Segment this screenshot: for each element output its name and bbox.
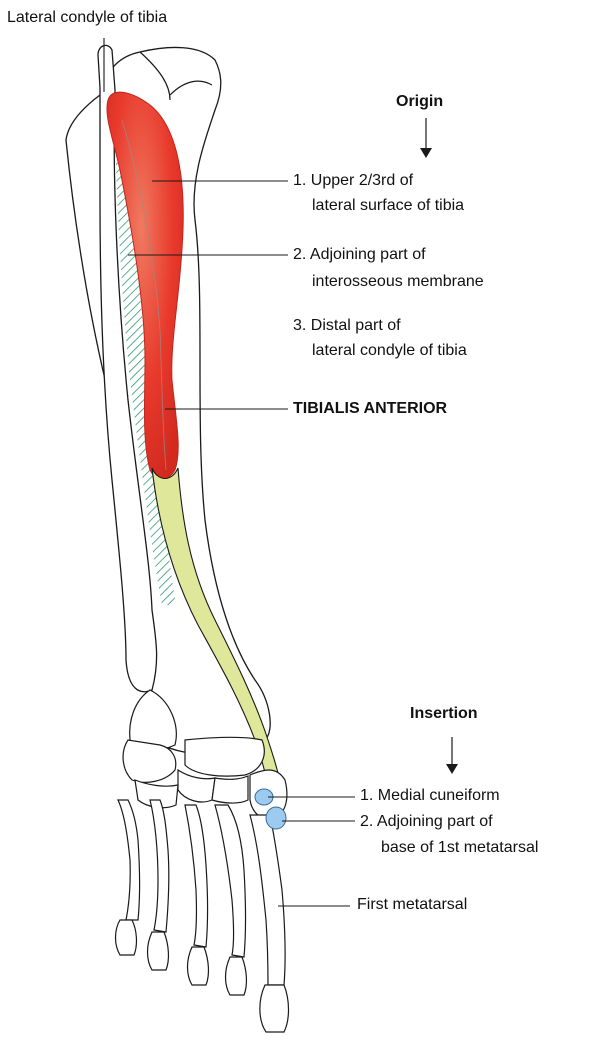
foot-bones xyxy=(116,690,289,1032)
metatarsal-base-insertion xyxy=(266,807,286,829)
origin-item1-line2: lateral surface of tibia xyxy=(312,196,464,216)
origin-arrow xyxy=(420,118,432,158)
insertion-item2-line2: base of 1st metatarsal xyxy=(381,838,538,858)
muscle-name: TIBIALIS ANTERIOR xyxy=(293,399,447,419)
insertion-heading: Insertion xyxy=(410,704,478,724)
origin-item2-line2: interosseous membrane xyxy=(312,272,484,292)
label-first-metatarsal: First metatarsal xyxy=(357,895,467,915)
origin-item1-line1: 1. Upper 2/3rd of xyxy=(293,171,413,191)
origin-item2-line1: 2. Adjoining part of xyxy=(293,245,426,265)
origin-item3-line2: lateral condyle of tibia xyxy=(312,341,467,361)
insertion-item1: 1. Medial cuneiform xyxy=(360,786,500,806)
origin-item3-line1: 3. Distal part of xyxy=(293,316,401,336)
origin-heading: Origin xyxy=(396,92,443,112)
insertion-item2-line1: 2. Adjoining part of xyxy=(360,812,493,832)
insertion-arrow xyxy=(446,737,458,774)
label-lateral-condyle: Lateral condyle of tibia xyxy=(7,8,167,28)
